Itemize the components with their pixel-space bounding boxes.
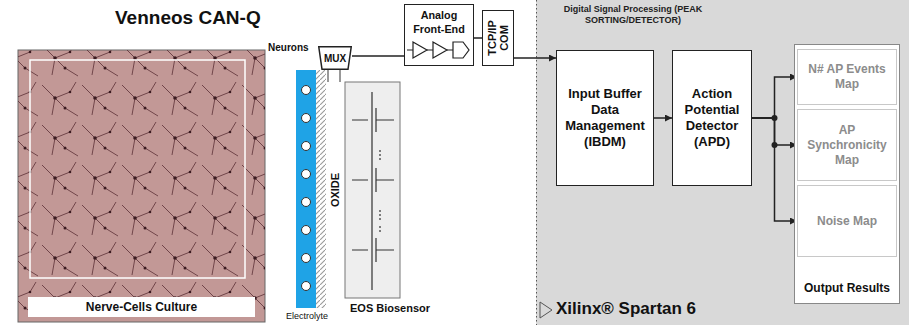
electrolyte-label: Electrolyte	[286, 311, 328, 321]
electrode	[302, 114, 311, 123]
culture-texture	[18, 50, 265, 322]
mux-outline	[319, 47, 352, 70]
analog-front-end: Analog Front-End	[404, 4, 474, 66]
output-box: Output Results N# AP Events Map AP Synchro…	[794, 44, 900, 304]
node-text: Noise Map	[817, 214, 877, 229]
amplifier-chain	[407, 39, 477, 61]
node-text: Action Potential Detector (APD)	[677, 86, 747, 150]
panel-border	[536, 0, 537, 325]
electrode	[302, 282, 311, 291]
node-text: MUX	[324, 53, 346, 64]
electrode	[302, 86, 311, 95]
amplifier-symbol	[413, 42, 447, 58]
process-box: Action Potential Detector (APD)	[672, 50, 752, 186]
electrode	[302, 170, 311, 179]
photo-frame	[30, 60, 245, 278]
oxide-label: OXIDE	[329, 173, 341, 207]
map-cell: Noise Map	[797, 185, 897, 257]
node-text: AP Synchronicity Map	[801, 123, 893, 168]
photo-panel: Nerve-Cells Culture	[18, 50, 265, 322]
diagram-title: Venneos CAN-Q	[115, 7, 261, 29]
node-text: Xilinx® Spartan 6	[556, 299, 696, 319]
electrode	[302, 198, 311, 207]
repeat-dots	[379, 150, 380, 232]
map-cell: N# AP Events Map	[797, 49, 897, 105]
sensor-label: EOS Biosensor	[350, 302, 430, 314]
process-box: Input Buffer Data Management (IBDM)	[556, 50, 654, 186]
connector	[474, 37, 482, 39]
map-cell: AP Synchronicity Map	[797, 109, 897, 181]
node-text: Output Results	[795, 281, 899, 295]
com-block: TCP/IP COM	[482, 10, 514, 66]
fpga-panel-frame: Digital Signal Processing (PEAK SORTING/…	[536, 0, 909, 325]
node-text: TCP/IP COM	[486, 13, 510, 63]
connector	[752, 77, 797, 118]
eos-sensor-body	[345, 82, 400, 298]
electrode	[302, 254, 311, 263]
node-text: Analog Front-End	[407, 8, 471, 36]
neurons-label: Neurons	[268, 42, 309, 53]
node-text: Digital Signal Processing (PEAK SORTING/…	[558, 4, 708, 26]
transistor-symbols	[352, 92, 394, 290]
node-text: N# AP Events Map	[801, 62, 893, 92]
culture-photo	[18, 50, 265, 322]
electrode	[302, 142, 311, 151]
mux-block: MUX	[318, 46, 352, 70]
node-text: Input Buffer Data Management (IBDM)	[561, 86, 649, 150]
fpga-panel	[536, 0, 909, 325]
connector	[654, 117, 672, 119]
node-text: Nerve-Cells Culture	[28, 297, 255, 317]
electrolyte-column	[296, 70, 316, 308]
mux-wires	[328, 70, 340, 82]
electrode-dots	[302, 86, 311, 291]
connector	[752, 118, 797, 221]
junction-dot	[772, 142, 778, 148]
oxide-layer	[316, 70, 326, 308]
electrode	[302, 226, 311, 235]
adc-symbol	[453, 42, 469, 58]
connector	[514, 57, 556, 59]
junction-dot	[772, 115, 778, 121]
panel-corner-triangle	[540, 302, 552, 318]
connector	[352, 55, 404, 57]
